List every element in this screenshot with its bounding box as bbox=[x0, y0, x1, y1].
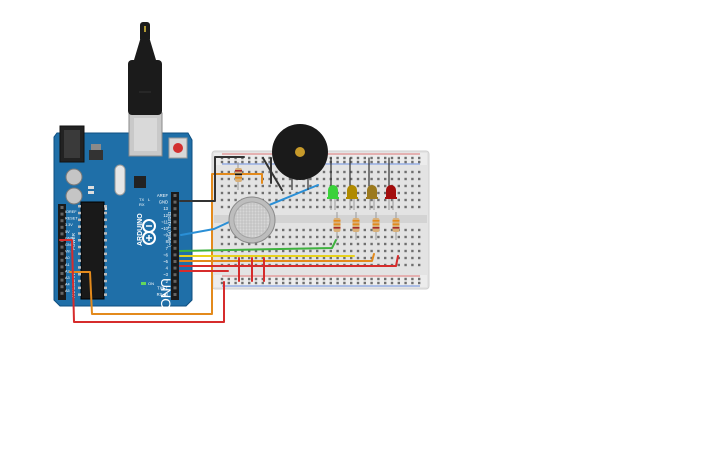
digital-section-label: DIGITAL (PWM~) bbox=[167, 212, 172, 247]
arduino-brand-text: ARDUINO bbox=[137, 213, 144, 246]
rx-label: RX bbox=[139, 202, 145, 207]
power-section-label: POWER bbox=[71, 232, 76, 250]
pin-label: 4 bbox=[166, 266, 169, 271]
pin-label: GND bbox=[65, 236, 74, 240]
pin-label: Vin bbox=[65, 250, 70, 254]
pin-label: 5V bbox=[65, 230, 70, 234]
jumper-black-1[interactable] bbox=[262, 157, 283, 191]
pin-label: A0 bbox=[65, 256, 70, 260]
led-red[interactable] bbox=[385, 185, 397, 210]
arduino-model-text: UNO bbox=[158, 278, 174, 309]
on-led bbox=[141, 282, 146, 285]
header-holes bbox=[60, 194, 177, 296]
breadboard[interactable] bbox=[211, 150, 430, 290]
power-analog-header[interactable] bbox=[58, 204, 66, 300]
pin-label: 2 bbox=[166, 279, 169, 284]
pin-label: GND bbox=[65, 243, 74, 247]
pin-label: ~9 bbox=[163, 233, 168, 238]
l-led-label: L bbox=[148, 197, 151, 202]
pin-label: 7 bbox=[166, 246, 169, 251]
pin-label: ~3 bbox=[163, 272, 168, 277]
wire-blue[interactable] bbox=[180, 184, 319, 236]
resistor-top[interactable] bbox=[235, 162, 242, 190]
on-led-label: ON bbox=[148, 281, 154, 286]
pin-label: 8 bbox=[166, 239, 169, 244]
pin-label: GND bbox=[159, 200, 168, 205]
digital-header[interactable] bbox=[171, 192, 179, 300]
wire-orange-2[interactable] bbox=[179, 253, 375, 262]
pin-label: A1 bbox=[65, 263, 70, 267]
pin-label: 13 bbox=[163, 206, 168, 211]
pin-label: ~10 bbox=[161, 226, 169, 231]
pin-label: RESET bbox=[65, 217, 78, 221]
resistor-group[interactable] bbox=[333, 212, 400, 240]
resistor-3[interactable] bbox=[372, 212, 380, 240]
chip-pins bbox=[78, 205, 107, 296]
pin-label: 3.3V bbox=[65, 223, 73, 227]
led-amber[interactable] bbox=[366, 185, 378, 210]
reset-button-cap[interactable] bbox=[173, 143, 183, 153]
pin-label: TX▶1 bbox=[157, 285, 169, 290]
wire-red-power[interactable] bbox=[59, 239, 225, 323]
arduino-logo bbox=[142, 219, 156, 245]
resistor-1[interactable] bbox=[333, 212, 341, 240]
pin-label: ~11 bbox=[161, 219, 168, 224]
wires[interactable] bbox=[59, 156, 399, 323]
pin-label: IOREF bbox=[65, 210, 77, 214]
sensor-mesh bbox=[234, 202, 270, 238]
piezo-buzzer[interactable] bbox=[272, 124, 328, 190]
pin-label: AREF bbox=[157, 193, 169, 198]
pin-label: A2 bbox=[65, 269, 70, 273]
pin-label: 12 bbox=[163, 213, 168, 218]
wire-black[interactable] bbox=[179, 156, 245, 202]
resistor-2[interactable] bbox=[352, 212, 360, 240]
led-yellow[interactable] bbox=[346, 185, 358, 210]
pin-label: ~6 bbox=[163, 252, 168, 257]
atmega-chip bbox=[80, 201, 105, 300]
wire-orange[interactable] bbox=[69, 173, 263, 315]
led-green[interactable] bbox=[327, 185, 339, 210]
pin-label: A5 bbox=[65, 289, 70, 293]
tx-label: TX bbox=[139, 197, 144, 202]
resistor-4[interactable] bbox=[392, 212, 400, 240]
arduino-uno-board[interactable]: ARDUINO UNO DIGITAL (PWM~) POWER ANALOG … bbox=[53, 112, 193, 309]
pin-label: A4 bbox=[65, 283, 70, 287]
gas-sensor[interactable] bbox=[228, 196, 276, 244]
pin-label: ~5 bbox=[163, 259, 168, 264]
pin-label: A3 bbox=[65, 276, 70, 280]
wire-green[interactable] bbox=[179, 239, 337, 252]
usb-cable[interactable] bbox=[128, 22, 162, 115]
pin-label: RX◀0 bbox=[157, 292, 169, 297]
led-group[interactable] bbox=[327, 185, 397, 210]
